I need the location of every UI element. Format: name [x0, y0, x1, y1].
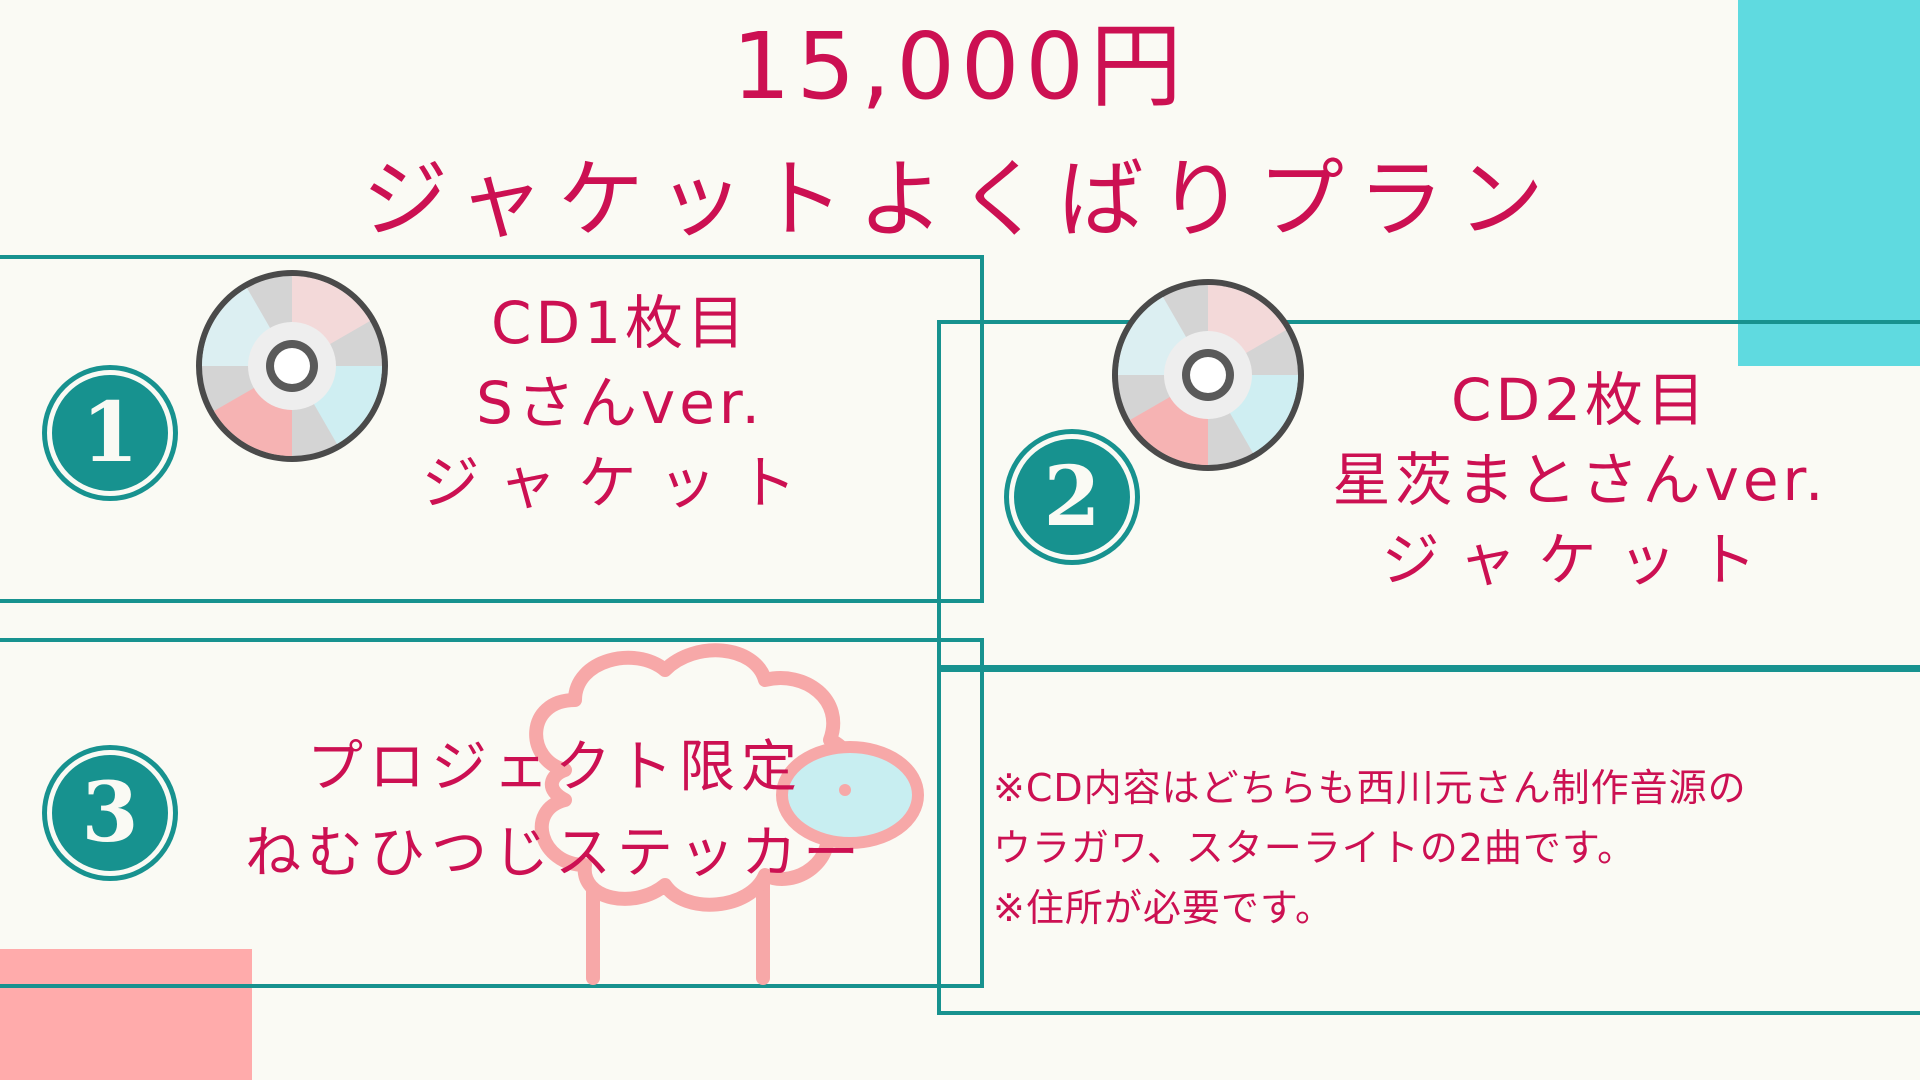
item-3-description: プロジェクト限定 ねむひつじステッカー: [165, 725, 945, 897]
cyan-decoration-block: [1738, 0, 1920, 366]
notes-frame: [937, 665, 1920, 1015]
item-3-frame: [0, 638, 984, 988]
item-2-line: CD2枚目: [1450, 366, 1710, 434]
item-1-line: ジャケット: [421, 449, 819, 517]
note-line: ※CD内容はどちらも西川元さん制作音源の: [993, 766, 1747, 810]
item-2-description: CD2枚目 星茨まとさんver. ジャケット: [1240, 360, 1920, 600]
item-1-line: CD1枚目: [490, 289, 750, 357]
notes-text: ※CD内容はどちらも西川元さん制作音源の ウラガワ、スターライトの2曲です。 ※…: [993, 758, 1913, 938]
pink-decoration-block: [0, 949, 252, 1080]
cd-disc-icon: [1112, 279, 1304, 471]
note-line: ウラガワ、スターライトの2曲です。: [993, 826, 1637, 870]
item-3-line: プロジェクト限定: [307, 735, 803, 800]
item-2-line: ジャケット: [1381, 526, 1779, 594]
item-2-line: 星茨まとさんver.: [1332, 446, 1828, 514]
number-badge-1: 1: [47, 370, 173, 496]
item-1-line: Sさんver.: [476, 369, 764, 437]
plan-title: ジャケットよくばりプラン: [362, 150, 1558, 250]
item-3-line: ねむひつじステッカー: [245, 821, 865, 886]
item-1-frame: [0, 255, 984, 603]
number-badge-3: 3: [47, 750, 173, 876]
number-badge-2: 2: [1009, 434, 1135, 560]
price-title: 15,000円: [732, 13, 1188, 120]
sheep-icon: [529, 643, 924, 985]
note-line: ※住所が必要です。: [993, 886, 1335, 930]
item-1-description: CD1枚目 Sさんver. ジャケット: [380, 283, 860, 523]
cd-disc-icon: [196, 270, 388, 462]
